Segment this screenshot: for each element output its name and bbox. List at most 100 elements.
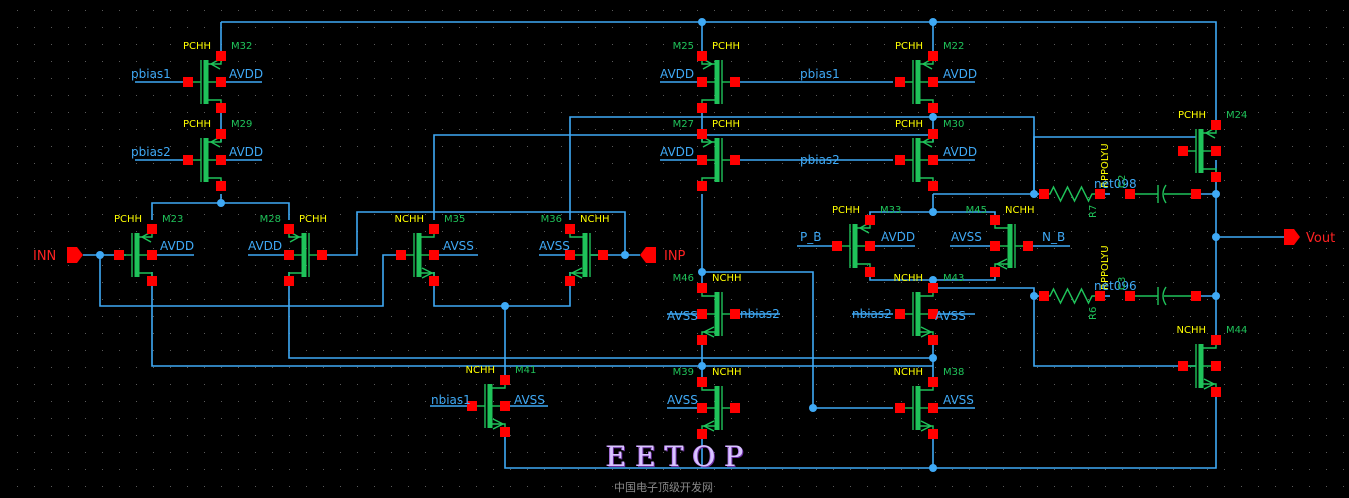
grid-dot bbox=[901, 299, 902, 300]
grid-dot bbox=[612, 299, 613, 300]
wire[interactable] bbox=[1033, 136, 1196, 194]
wire[interactable] bbox=[99, 254, 401, 307]
grid-dot bbox=[884, 231, 885, 232]
grid-dot bbox=[459, 129, 460, 130]
grid-dot bbox=[1020, 401, 1021, 402]
grid-dot bbox=[1343, 265, 1344, 266]
port-vout[interactable] bbox=[1284, 229, 1300, 245]
grid-dot bbox=[425, 316, 426, 317]
grid-dot bbox=[697, 282, 698, 283]
wire[interactable] bbox=[504, 392, 1217, 469]
grid-dot bbox=[238, 112, 239, 113]
transistor-m46[interactable] bbox=[701, 288, 735, 340]
grid-dot bbox=[578, 10, 579, 11]
wire[interactable] bbox=[933, 287, 1035, 296]
grid-dot bbox=[561, 299, 562, 300]
grid-dot bbox=[51, 180, 52, 181]
grid-dot bbox=[867, 486, 868, 487]
grid-dot bbox=[1190, 10, 1191, 11]
grid-dot bbox=[340, 401, 341, 402]
grid-dot bbox=[17, 435, 18, 436]
grid-dot bbox=[986, 129, 987, 130]
grid-dot bbox=[1190, 78, 1191, 79]
grid-dot bbox=[68, 350, 69, 351]
grid-dot bbox=[1207, 44, 1208, 45]
capacitor-c2[interactable] bbox=[1130, 184, 1196, 204]
grid-dot bbox=[238, 384, 239, 385]
grid-dot bbox=[1292, 78, 1293, 79]
grid-dot bbox=[476, 95, 477, 96]
grid-dot bbox=[561, 486, 562, 487]
grid-dot bbox=[153, 180, 154, 181]
grid-dot bbox=[136, 163, 137, 164]
wire[interactable] bbox=[1033, 296, 1196, 367]
grid-dot bbox=[119, 299, 120, 300]
grid-dot bbox=[561, 95, 562, 96]
grid-dot bbox=[187, 248, 188, 249]
grid-dot bbox=[493, 282, 494, 283]
grid-dot bbox=[782, 486, 783, 487]
grid-dot bbox=[323, 367, 324, 368]
port-inn[interactable] bbox=[67, 247, 83, 263]
resistor-r6[interactable] bbox=[1042, 287, 1100, 305]
wire[interactable] bbox=[151, 272, 933, 367]
grid-dot bbox=[663, 265, 664, 266]
grid-dot bbox=[442, 418, 443, 419]
grid-dot bbox=[374, 401, 375, 402]
wire[interactable] bbox=[569, 116, 1035, 220]
transistor-m36[interactable] bbox=[569, 229, 603, 281]
transistor-m38[interactable] bbox=[900, 382, 934, 434]
grid-dot bbox=[901, 248, 902, 249]
grid-dot bbox=[578, 61, 579, 62]
grid-dot bbox=[1309, 214, 1310, 215]
grid-dot bbox=[68, 112, 69, 113]
grid-dot bbox=[884, 316, 885, 317]
grid-dot bbox=[1088, 435, 1089, 436]
grid-dot bbox=[765, 401, 766, 402]
grid-dot bbox=[1037, 180, 1038, 181]
grid-dot bbox=[221, 367, 222, 368]
grid-dot bbox=[901, 282, 902, 283]
grid-dot bbox=[153, 299, 154, 300]
grid-dot bbox=[51, 61, 52, 62]
grid-dot bbox=[935, 452, 936, 453]
grid-dot bbox=[1207, 95, 1208, 96]
grid-dot bbox=[34, 486, 35, 487]
grid-dot bbox=[1105, 350, 1106, 351]
wire[interactable] bbox=[702, 271, 893, 409]
wire[interactable] bbox=[433, 134, 933, 220]
pin bbox=[697, 103, 707, 113]
grid-dot bbox=[1241, 299, 1242, 300]
grid-dot bbox=[68, 265, 69, 266]
grid-dot bbox=[510, 10, 511, 11]
vdd-rail[interactable] bbox=[221, 21, 1217, 125]
wire[interactable] bbox=[433, 272, 571, 307]
grid-dot bbox=[391, 214, 392, 215]
grid-dot bbox=[493, 452, 494, 453]
grid-dot bbox=[1343, 61, 1344, 62]
grid-dot bbox=[1292, 316, 1293, 317]
port-inp[interactable] bbox=[640, 247, 656, 263]
grid-dot bbox=[816, 248, 817, 249]
grid-dot bbox=[799, 299, 800, 300]
grid-dot bbox=[850, 129, 851, 130]
grid-dot bbox=[1207, 163, 1208, 164]
grid-dot bbox=[1139, 129, 1140, 130]
grid-dot bbox=[1139, 486, 1140, 487]
grid-dot bbox=[102, 146, 103, 147]
resistor-r7[interactable] bbox=[1042, 185, 1100, 203]
grid-dot bbox=[425, 401, 426, 402]
grid-dot bbox=[646, 435, 647, 436]
grid-dot bbox=[255, 112, 256, 113]
grid-dot bbox=[765, 452, 766, 453]
capacitor-c3[interactable] bbox=[1130, 286, 1196, 306]
grid-dot bbox=[1343, 435, 1344, 436]
grid-dot bbox=[578, 350, 579, 351]
grid-dot bbox=[952, 44, 953, 45]
grid-dot bbox=[119, 333, 120, 334]
wire[interactable] bbox=[319, 211, 626, 256]
grid-dot bbox=[850, 469, 851, 470]
grid-dot bbox=[493, 231, 494, 232]
wire[interactable] bbox=[288, 272, 933, 359]
